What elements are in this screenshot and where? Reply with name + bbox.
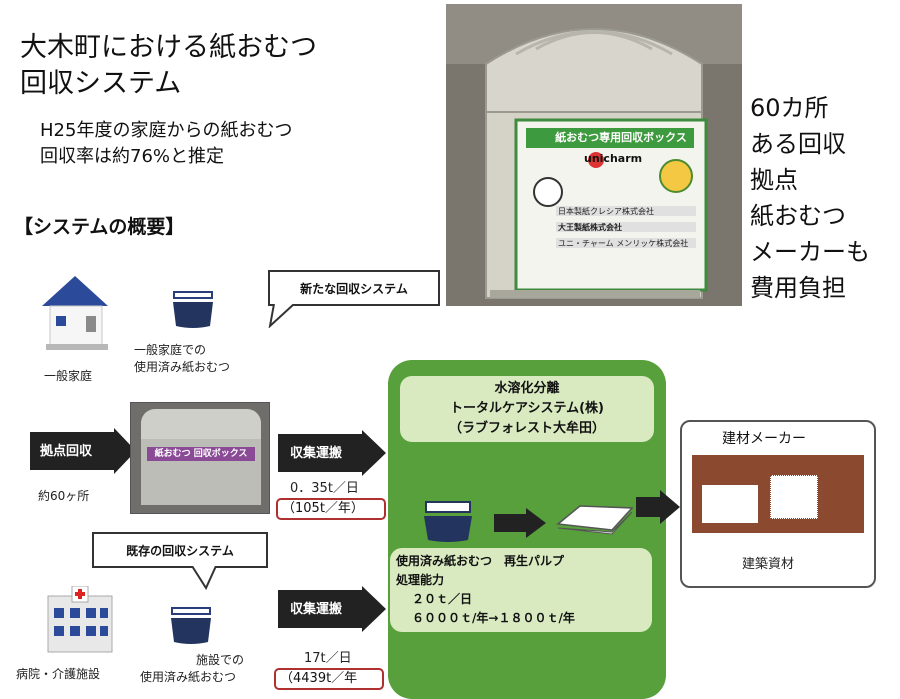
household-diaper-label: 一般家庭での 使用済み紙おむつ <box>134 343 231 374</box>
box-sign: 紙おむつ 回収ボックス <box>147 447 255 461</box>
hospital-icon <box>47 586 113 653</box>
hub-sponsor-note: 60カ所 ある回収 拠点 紙おむつ メーカーも 費用負担 <box>750 94 870 302</box>
processing-detail: 使用済み紙おむつ 再生パルプ 処理能力 ２０ｔ／日 ６０００ｔ/年→１８００ｔ/… <box>390 548 652 632</box>
material-label: 建築資材 <box>742 557 795 572</box>
building-material-image <box>692 455 864 533</box>
collection-box-sign: 紙おむつ専用回収ボックス <box>555 131 687 144</box>
daily-amount-1: 0．35t／日 <box>290 481 359 496</box>
page-title: 大木町における紙おむつ 回収システム <box>20 32 317 99</box>
sponsor-unicharm: unicharm <box>584 152 643 165</box>
facility-diaper-label: 施設での 使用済み紙おむつ <box>140 653 245 684</box>
household-label: 一般家庭 <box>44 369 93 383</box>
collection-box-photo: 紙おむつ専用回収ボックス unicharm 日本製紙クレシア株式会社 大王製紙株… <box>446 4 742 306</box>
callout-pointer-icon <box>268 304 295 328</box>
processing-title: 水溶化分離 トータルケアシステム(株) （ラブフォレスト大牟田） <box>400 376 654 442</box>
sponsor-menlycke: ユニ・チャーム メンリッケ株式会社 <box>558 239 689 248</box>
yearly-amount-2: （4439t／年 <box>274 668 384 690</box>
collection-box-illustration <box>446 4 742 306</box>
hospital-label: 病院・介護施設 <box>16 667 101 681</box>
to-maker-arrow <box>636 490 680 524</box>
new-system-callout: 新たな回収システム <box>268 270 440 306</box>
transport-label-1: 収集運搬 <box>290 446 343 461</box>
hub-count: 約60ヶ所 <box>38 489 90 503</box>
transport-arrow-1 <box>278 430 386 476</box>
process-arrow <box>494 508 546 538</box>
used-diaper-icon <box>424 501 472 542</box>
pulp-icon <box>556 505 634 535</box>
maker-label: 建材メーカー <box>722 431 806 447</box>
yearly-amount-1: （105t／年） <box>276 498 386 520</box>
transport-arrow-2 <box>278 586 386 632</box>
daily-amount-2: 17t／日 <box>304 651 352 666</box>
system-overview-heading: 【システムの概要】 <box>14 216 185 238</box>
hub-collection-arrow <box>30 428 136 474</box>
transport-label-2: 収集運搬 <box>290 602 343 617</box>
diaper-icon <box>173 291 213 328</box>
house-icon <box>42 276 108 350</box>
collection-box-image: 紙おむつ 回収ボックス <box>130 402 270 514</box>
facility-diaper-icon <box>171 607 211 644</box>
sponsor-crecia: 日本製紙クレシア株式会社 <box>558 207 654 216</box>
collection-rate-note: H25年度の家庭からの紙おむつ 回収率は約76%と推定 <box>40 120 293 167</box>
sponsor-daio: 大王製紙株式会社 <box>558 223 622 232</box>
existing-system-callout: 既存の回収システム <box>92 532 268 568</box>
hub-collection-label: 拠点回収 <box>40 444 93 459</box>
existing-callout-pointer-icon <box>191 566 217 590</box>
